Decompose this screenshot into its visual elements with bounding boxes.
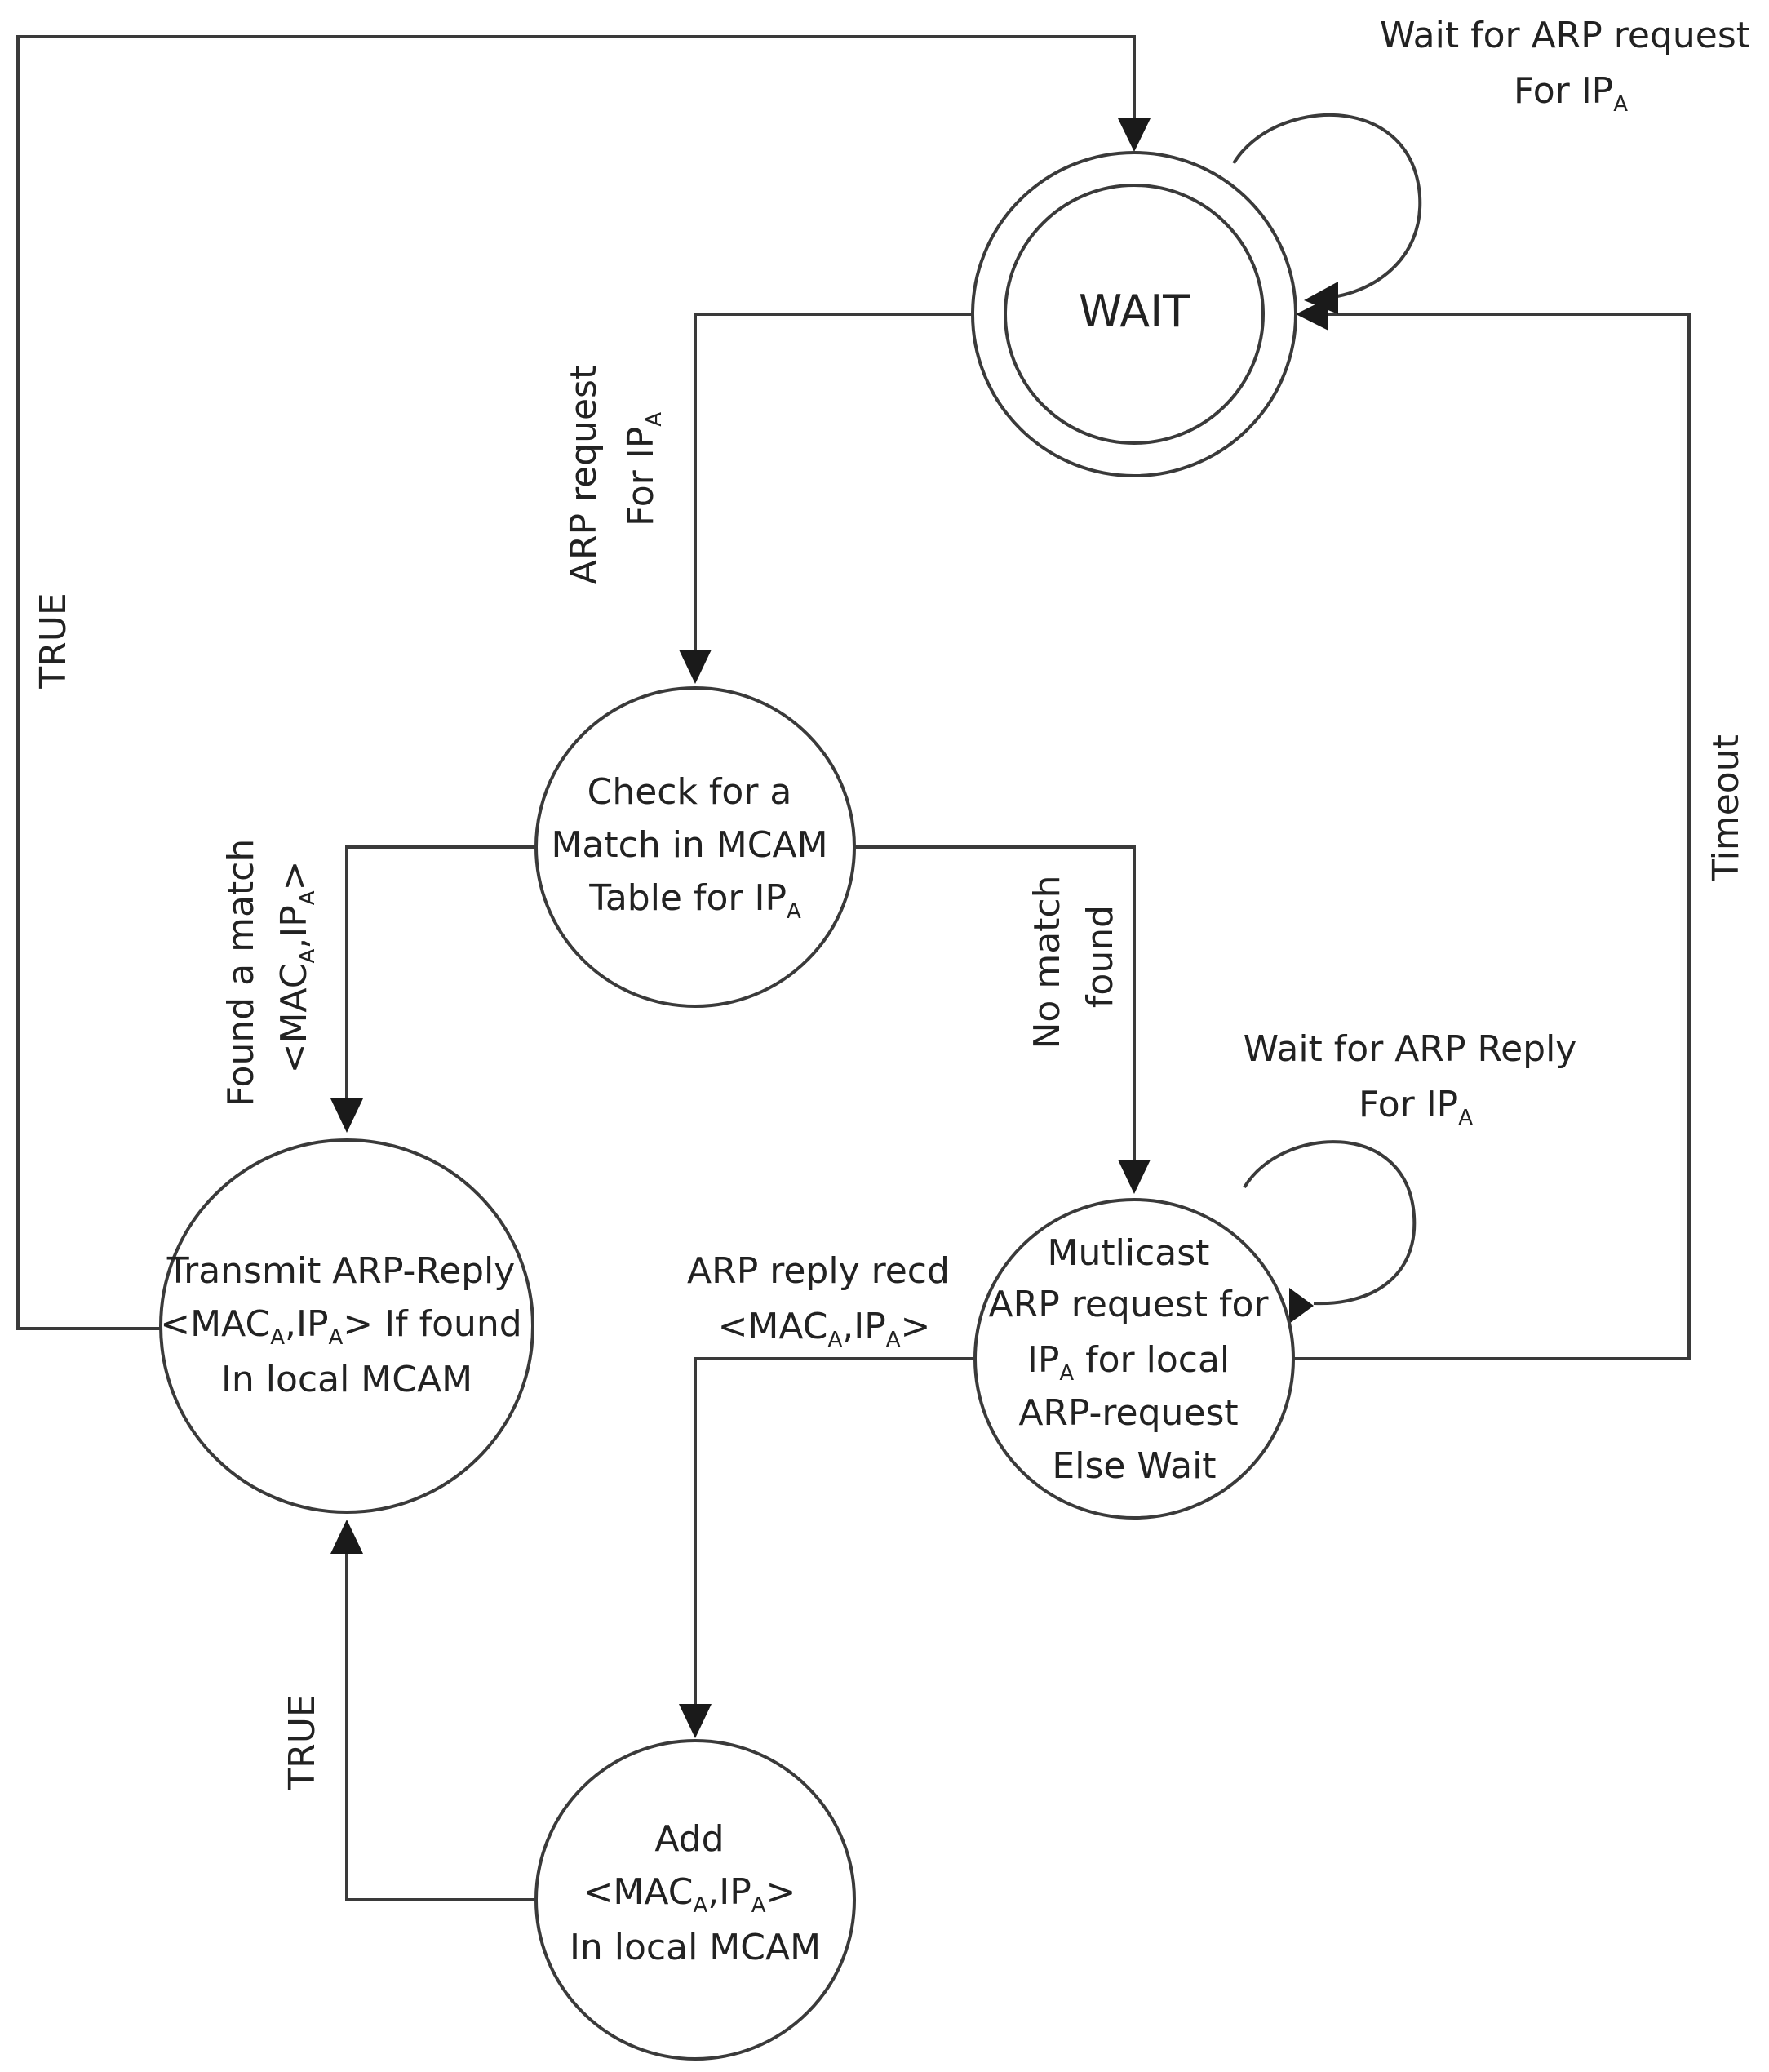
edge-wait-to-check (694, 313, 976, 653)
arrowhead-add-to-transmit (330, 1520, 363, 1554)
state-check-label: Check for a Match in MCAM Table for IPA (551, 771, 839, 924)
edge-check-to-transmit (345, 845, 536, 1102)
state-wait-inner-ring (1004, 184, 1265, 445)
edge-multicast-to-add (694, 1357, 975, 1707)
edge-wait-self-loop (1232, 113, 1422, 299)
arrowhead-multicast-to-add (679, 1704, 712, 1738)
state-multicast (973, 1198, 1295, 1520)
state-transmit-label: Transmit ARP-Reply <MACA,IPA> If found I… (160, 1250, 533, 1400)
state-multicast-label: Mutlicast ARP request for IPA for local … (989, 1232, 1280, 1487)
label-add-to-transmit: TRUE (282, 1694, 323, 1790)
edge-check-to-multicast (853, 845, 1136, 1163)
state-add (534, 1739, 856, 2061)
label-transmit-to-wait: TRUE (33, 592, 74, 689)
state-transmit (159, 1138, 534, 1514)
arrowhead-wait-self-loop (1304, 282, 1338, 314)
edge-multicast-to-wait (1293, 313, 1691, 1360)
arrowhead-transmit-to-wait (1118, 118, 1151, 152)
label-multicast-to-wait: Timeout (1705, 734, 1747, 882)
edge-transmit-to-wait (16, 35, 1136, 1330)
label-wait-to-check: ARP request For IPA (563, 354, 667, 584)
label-wait-self-loop: Wait for ARP request For IPA (1380, 15, 1762, 117)
label-check-to-transmit: Found a match <MACA,IPA> (220, 827, 320, 1107)
arrowhead-wait-to-check (679, 650, 712, 684)
arrowhead-check-to-multicast (1118, 1160, 1151, 1194)
label-multicast-to-add: ARP reply recd <MACA,IPA> (687, 1250, 961, 1352)
edge-add-to-transmit (345, 1551, 536, 1901)
state-check (534, 686, 856, 1008)
edge-multicast-self-loop (1243, 1140, 1417, 1306)
label-multicast-self-loop: Wait for ARP Reply For IPA (1244, 1028, 1589, 1130)
arrowhead-check-to-transmit (330, 1098, 363, 1133)
state-add-label: Add <MACA,IPA> In local MCAM (570, 1818, 821, 1968)
label-check-to-multicast: No match found (1026, 864, 1121, 1049)
state-wait-label: WAIT (1079, 286, 1190, 337)
arrowhead-multicast-self-loop (1289, 1288, 1314, 1324)
